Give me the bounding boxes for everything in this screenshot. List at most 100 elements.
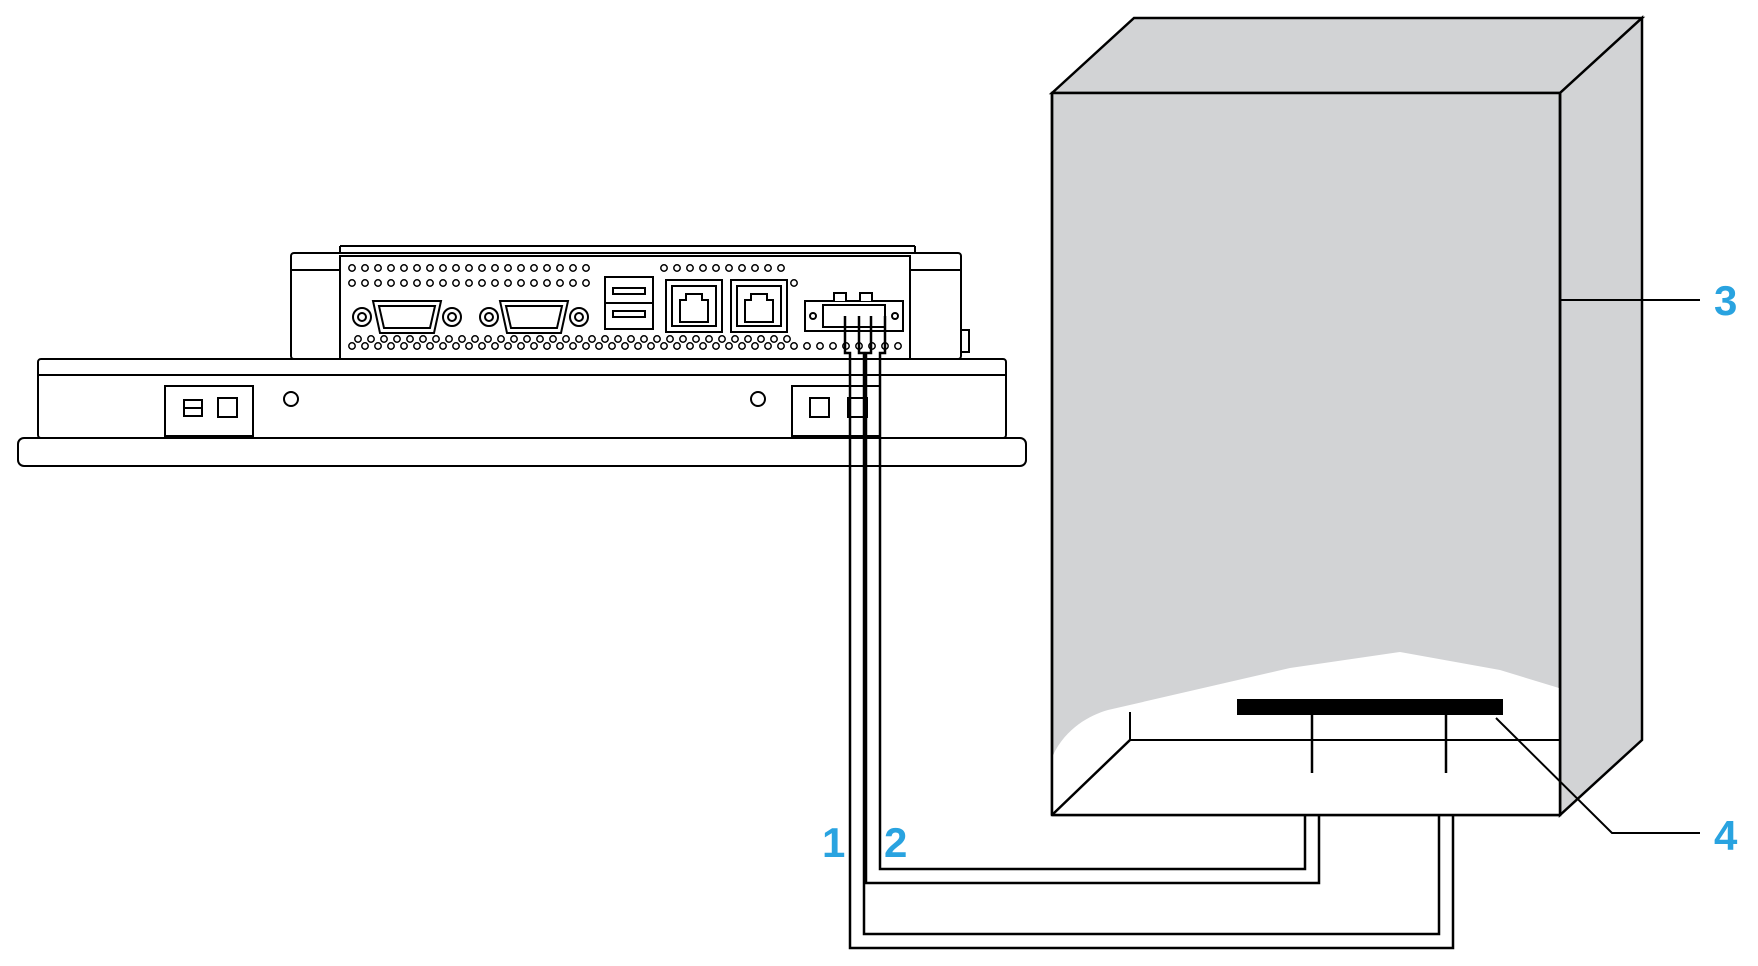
vent-hole (699, 342, 707, 350)
vent-hole (478, 342, 486, 350)
vent-hole (608, 342, 616, 350)
vent-hole (543, 264, 551, 272)
vent-hole (426, 342, 434, 350)
vent-hole (640, 335, 648, 343)
vent-hole (439, 342, 447, 350)
vent-hole (673, 264, 681, 272)
ground-wires (843, 316, 1455, 950)
vent-hole (361, 342, 369, 350)
vent-hole (504, 342, 512, 350)
vent-hole (725, 342, 733, 350)
vent-hole (686, 264, 694, 272)
vent-hole (556, 342, 564, 350)
vent-hole (504, 264, 512, 272)
vent-hole (770, 335, 778, 343)
vent-hole (465, 264, 473, 272)
vent-hole (718, 335, 726, 343)
vent-hole (790, 279, 798, 287)
vent-hole (400, 264, 408, 272)
ground-bar (1237, 699, 1503, 773)
vent-hole (543, 279, 551, 287)
vent-hole (348, 342, 356, 350)
cabinet-top (1048, 16, 1646, 95)
vent-hole (692, 335, 700, 343)
vent-hole (803, 342, 811, 350)
vent-hole (575, 335, 583, 343)
vent-hole (751, 264, 759, 272)
vent-hole (582, 279, 590, 287)
vent-hole (439, 264, 447, 272)
vent-hole (686, 342, 694, 350)
vent-hole (517, 279, 525, 287)
vent-hole (484, 335, 492, 343)
vent-hole (595, 342, 603, 350)
vent-hole (413, 279, 421, 287)
leader-lines (1495, 299, 1700, 834)
vent-hole (491, 264, 499, 272)
vent-hole (556, 279, 564, 287)
vent-hole (387, 342, 395, 350)
vent-hole (387, 264, 395, 272)
callout-3: 3 (1714, 277, 1738, 324)
vent-hole (731, 335, 739, 343)
vent-hole (478, 264, 486, 272)
callout-2: 2 (884, 819, 908, 866)
cabinet (1048, 15, 1646, 818)
cabinet-side (1558, 15, 1644, 818)
vent-hole (712, 342, 720, 350)
vent-hole (673, 342, 681, 350)
vent-hole (660, 264, 668, 272)
vent-hole (465, 279, 473, 287)
vent-hole (543, 342, 551, 350)
vent-hole (764, 264, 772, 272)
ground-wire-1 (843, 316, 1455, 950)
vent-hole (660, 342, 668, 350)
vent-hole (627, 335, 635, 343)
vent-hole (634, 342, 642, 350)
vent-hole (432, 335, 440, 343)
callout-1: 1 (822, 819, 846, 866)
vent-hole (426, 264, 434, 272)
ethernet-port-1 (665, 279, 723, 333)
vent-hole (517, 342, 525, 350)
vent-hole (569, 279, 577, 287)
vent-hole (361, 264, 369, 272)
vent-hole (556, 264, 564, 272)
vent-hole (679, 335, 687, 343)
ground-wire-2 (864, 316, 1321, 885)
vent-hole (393, 335, 401, 343)
vent-hole (829, 342, 837, 350)
vent-hole (894, 342, 902, 350)
power-terminal (804, 292, 904, 332)
serial-port-1 (352, 300, 462, 334)
vent-hole (387, 279, 395, 287)
vent-hole (380, 335, 388, 343)
vent-hole (497, 335, 505, 343)
vent-hole (400, 342, 408, 350)
vent-hole (354, 335, 362, 343)
vent-hole (478, 279, 486, 287)
vent-hole (569, 264, 577, 272)
vent-hole (582, 342, 590, 350)
vent-hole (601, 335, 609, 343)
screw-left (283, 391, 299, 407)
usb-ports (604, 276, 654, 330)
vent-hole (647, 342, 655, 350)
vent-hole (452, 342, 460, 350)
vent-hole (582, 264, 590, 272)
vent-hole (439, 279, 447, 287)
vent-hole (666, 335, 674, 343)
vent-hole (621, 342, 629, 350)
vent-hole (465, 342, 473, 350)
vent-hole (530, 342, 538, 350)
vent-hole (712, 264, 720, 272)
vent-hole (536, 335, 544, 343)
serial-port-2 (479, 300, 589, 334)
vent-hole (374, 264, 382, 272)
vent-hole (738, 264, 746, 272)
vent-hole (406, 335, 414, 343)
vent-hole (348, 264, 356, 272)
vent-hole (445, 335, 453, 343)
panel-bezel (17, 437, 1027, 467)
vent-hole (549, 335, 557, 343)
